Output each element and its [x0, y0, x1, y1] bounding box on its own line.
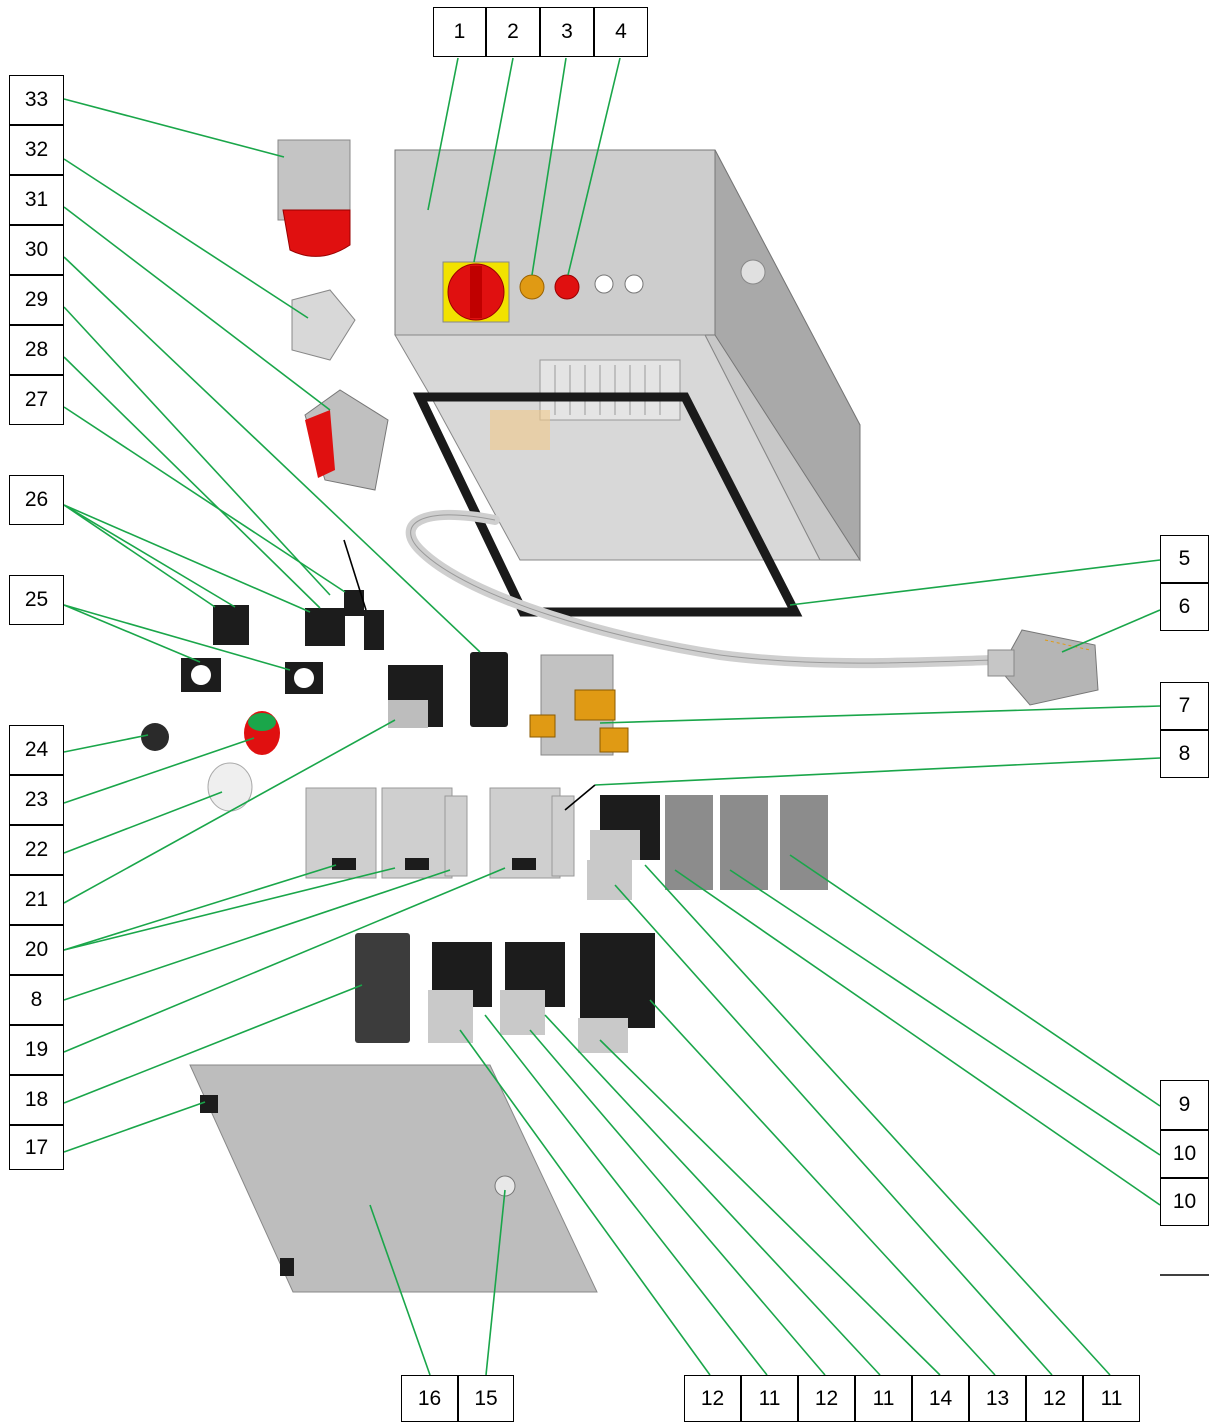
contactor-top: [388, 665, 443, 728]
callout-label: 33: [9, 75, 64, 125]
terminal-bracket: [529, 654, 629, 756]
callout-label: 21: [9, 875, 64, 925]
relay-top: [470, 652, 508, 727]
leader-lines: [63, 57, 1209, 1376]
callout-label: 22: [9, 825, 64, 875]
callout-label: 1: [433, 7, 486, 57]
callout-label: 29: [9, 275, 64, 325]
callout-label: 12: [1026, 1375, 1083, 1422]
callout-label: 11: [1083, 1375, 1140, 1422]
main-switch: [442, 261, 510, 323]
callout-label: 18: [9, 1075, 64, 1125]
callout-label: 4: [594, 7, 648, 57]
callout-label: 25: [9, 575, 64, 625]
callout-label: 6: [1160, 583, 1209, 631]
callout-label: 12: [684, 1375, 741, 1422]
callout-label: 8: [9, 975, 64, 1025]
door: [189, 1064, 598, 1293]
callout-label: 9: [1160, 1080, 1209, 1130]
callout-label: 11: [741, 1375, 798, 1422]
enclosure: [394, 149, 861, 562]
plug-red: [304, 389, 389, 491]
callout-label: 2: [486, 7, 540, 57]
amber-lamp: [519, 274, 545, 300]
callout-label: 13: [969, 1375, 1026, 1422]
callout-label: 24: [9, 725, 64, 775]
callout-label: 20: [9, 925, 64, 975]
socket-red: [277, 139, 351, 257]
relays: [665, 795, 828, 890]
callout-label: 11: [855, 1375, 912, 1422]
callout-label: 17: [9, 1125, 64, 1170]
gasket: [412, 392, 803, 617]
callout-label: 30: [9, 225, 64, 275]
callout-label: 12: [798, 1375, 855, 1422]
callout-label: 23: [9, 775, 64, 825]
callout-label: 32: [9, 125, 64, 175]
callout-label: 10: [1160, 1178, 1209, 1226]
connector-plug: [987, 629, 1099, 706]
callout-label: 31: [9, 175, 64, 225]
callout-label: 15: [458, 1375, 514, 1422]
red-button: [554, 274, 580, 300]
callout-label: 3: [540, 7, 594, 57]
callout-label: 5: [1160, 535, 1209, 583]
breakers: [305, 787, 575, 879]
callout-label: 19: [9, 1025, 64, 1075]
callout-label: 14: [912, 1375, 969, 1422]
callout-label: 7: [1160, 682, 1209, 730]
callout-label: 16: [401, 1375, 458, 1422]
callout-label: 28: [9, 325, 64, 375]
contactors: [587, 795, 660, 900]
callout-label: 26: [9, 475, 64, 525]
callout-label: 27: [9, 375, 64, 425]
callout-label: 10: [1160, 1130, 1209, 1178]
socket-white: [291, 289, 356, 361]
small-parts: [141, 590, 384, 812]
lower-modules: [355, 933, 655, 1053]
callout-label: 8: [1160, 730, 1209, 778]
